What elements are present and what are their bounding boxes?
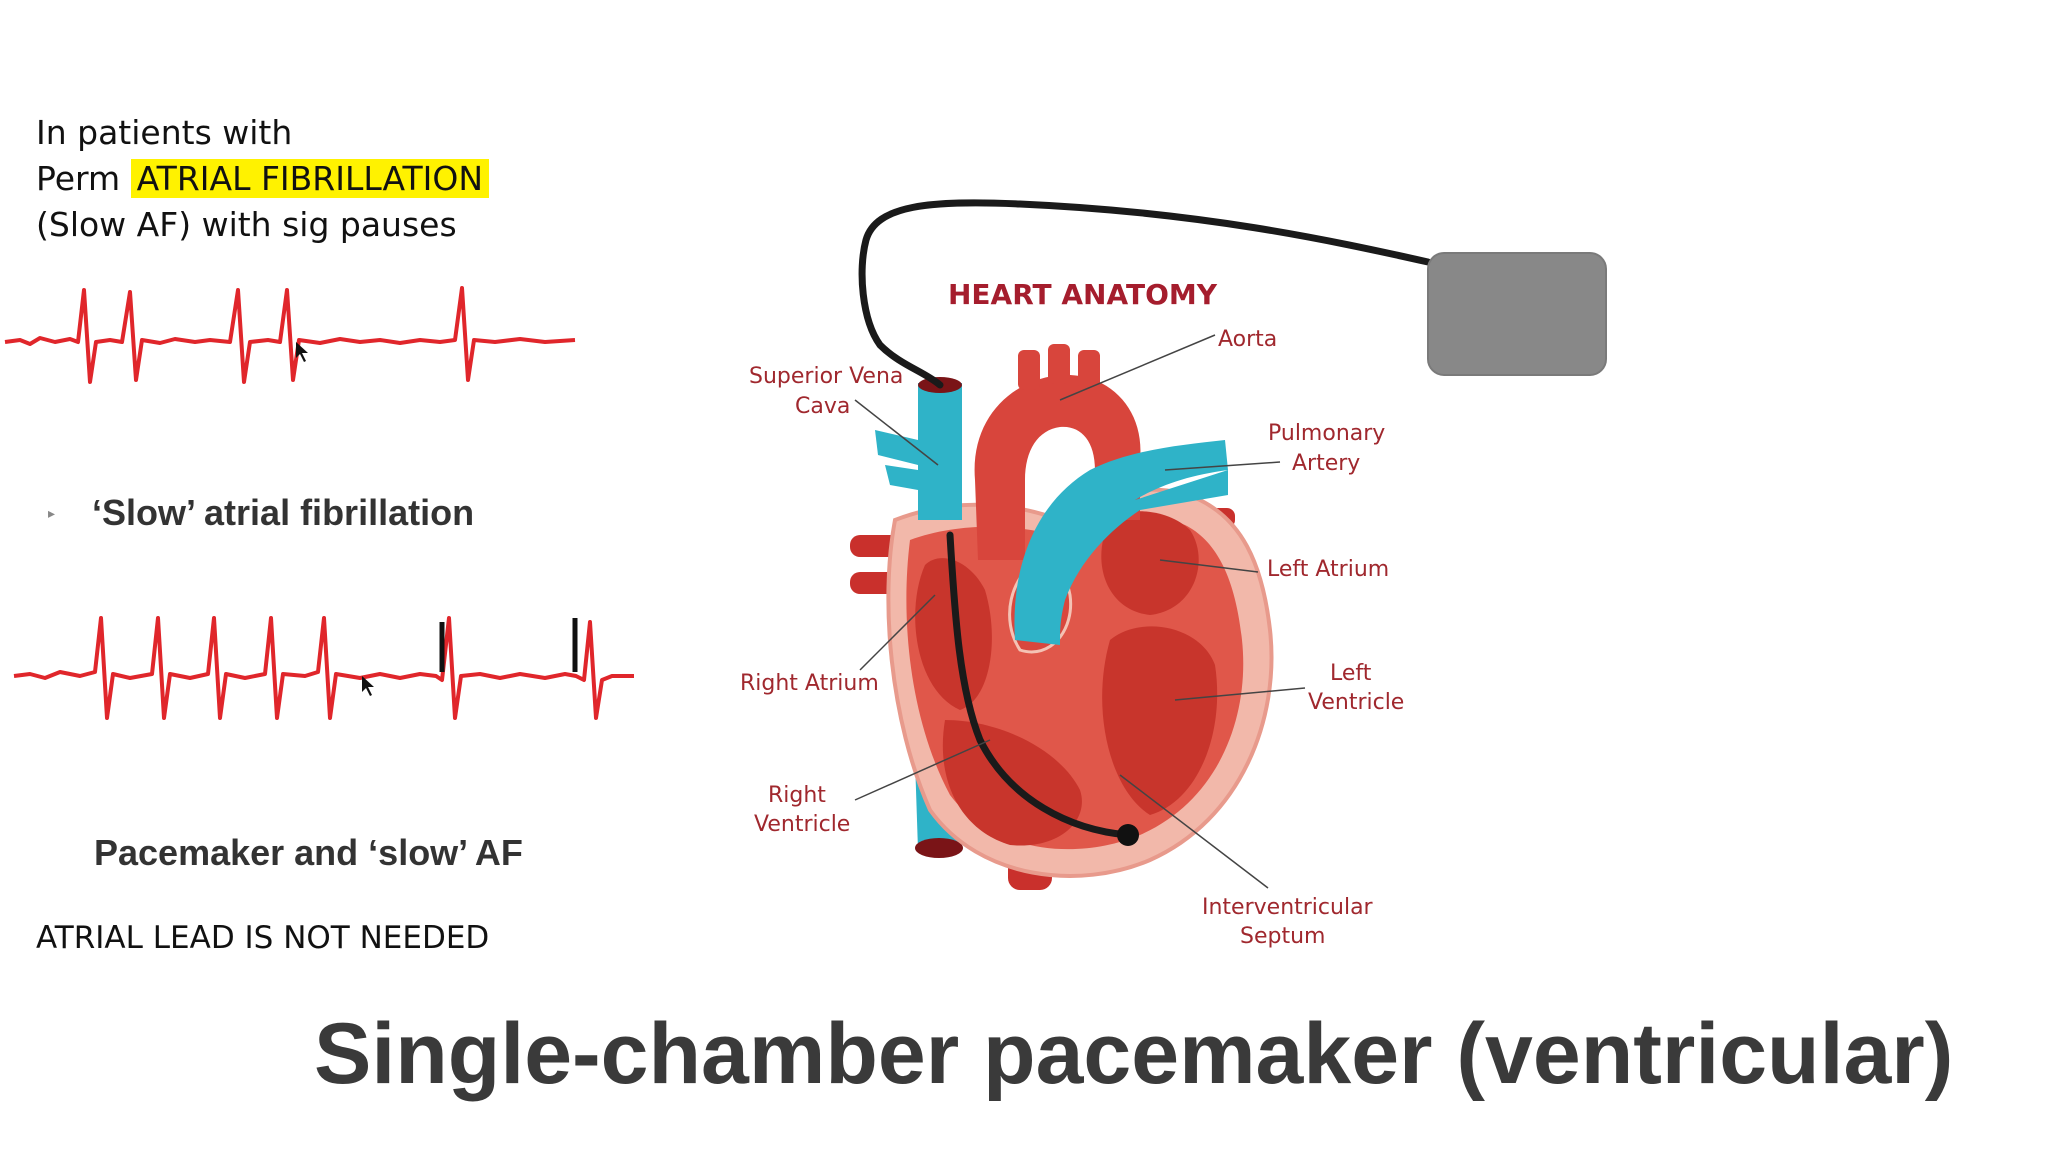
intro-line-3: (Slow AF) with sig pauses [36,205,457,244]
label-svc-line1: Superior Vena [749,364,903,389]
left-atrium [1101,511,1199,615]
bullet-icon: ▸ [48,505,56,521]
intro-line-2-prefix: Perm [36,159,131,198]
label-right-ventricle-line1: Right [768,783,826,808]
highlighted-diagnosis: ATRIAL FIBRILLATION [130,159,490,198]
ecg-trace [13,616,634,720]
cursor-icon [362,676,374,696]
label-pulmonary-artery-line1: Pulmonary [1268,421,1385,446]
ecg-strip-slow-af [4,286,576,384]
superior-vena-cava [918,383,962,520]
intro-text: In patients with Perm ATRIAL FIBRILLATIO… [36,110,490,248]
svc-branch [885,465,918,490]
aorta-branches [1018,344,1100,390]
heart-anatomy-heading: HEART ANATOMY [948,278,1218,311]
label-septum-line2: Septum [1240,924,1325,949]
cursor-icon [296,342,308,362]
label-pulmonary-artery-line2: Artery [1292,451,1360,476]
pacemaker-lead-intracardiac [946,531,1132,839]
caption-paced-af: Pacemaker and ‘slow’ AF [94,832,523,873]
lead-note: ATRIAL LEAD IS NOT NEEDED [36,920,490,956]
label-left-ventricle-line1: Left [1330,661,1372,686]
left-ventricle [1102,626,1218,815]
label-right-ventricle-line2: Ventricle [754,812,850,837]
pacemaker-generator [1427,252,1607,376]
label-left-atrium: Left Atrium [1267,557,1389,582]
caption-slow-af: ‘Slow’ atrial fibrillation [92,492,475,533]
label-septum-line1: Interventricular [1202,895,1374,920]
label-svc-line2: Cava [795,394,850,419]
pulmonary-artery [1014,440,1228,645]
svc-branch [875,430,918,465]
lead-tip [1117,824,1139,846]
intro-line-1: In patients with [36,113,293,152]
slide-title: Single-chamber pacemaker (ventricular) [314,1006,1954,1102]
leader-lines [854,334,1306,889]
label-left-ventricle-line2: Ventricle [1308,690,1404,715]
ecg-trace [4,286,576,384]
ecg-strip-paced-af [13,616,634,720]
label-aorta: Aorta [1218,327,1277,352]
pacemaker-lead [858,199,1432,389]
label-right-atrium: Right Atrium [740,671,879,696]
intro-line-2: Perm ATRIAL FIBRILLATION [36,156,490,202]
